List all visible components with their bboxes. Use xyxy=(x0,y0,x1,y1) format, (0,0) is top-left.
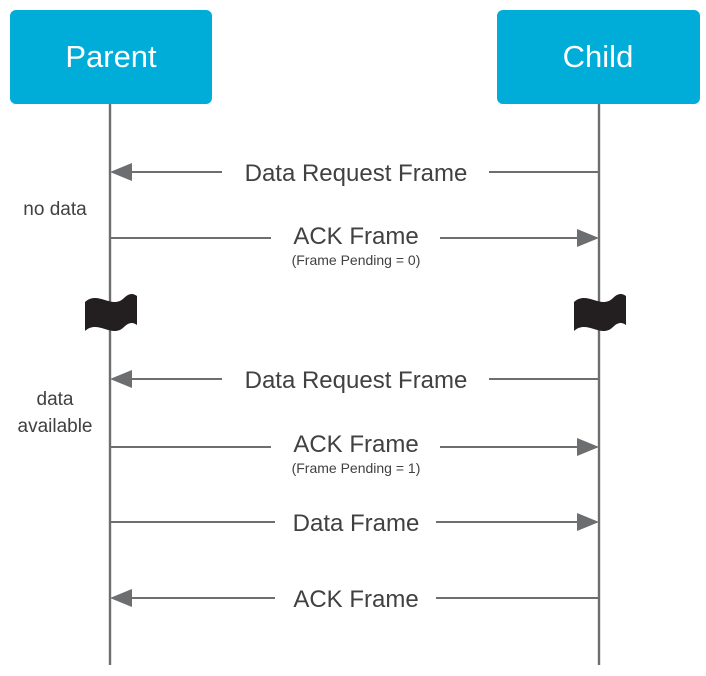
message-data-request-frame-1[interactable]: Data Request Frame xyxy=(110,160,599,187)
arrowhead-left-icon xyxy=(110,163,132,181)
message-data-request-frame-2[interactable]: Data Request Frame xyxy=(110,367,599,394)
break-symbol-parent xyxy=(85,294,137,331)
message-label: ACK Frame xyxy=(293,431,418,458)
arrowhead-right-icon xyxy=(577,229,599,247)
note-data-available-line-1: data xyxy=(37,389,74,410)
arrowhead-left-icon xyxy=(110,589,132,607)
actor-child-box xyxy=(497,10,700,104)
message-sublabel: (Frame Pending = 1) xyxy=(292,460,421,476)
actor-parent[interactable]: Parent xyxy=(10,10,212,104)
arrowhead-left-icon xyxy=(110,370,132,388)
break-symbol-child xyxy=(574,294,626,331)
note-data-available: data available xyxy=(18,389,93,437)
message-ack-frame-2[interactable]: ACK Frame (Frame Pending = 1) xyxy=(110,431,599,476)
message-label: ACK Frame xyxy=(293,223,418,250)
message-label: Data Request Frame xyxy=(245,160,468,187)
note-no-data: no data xyxy=(23,199,87,220)
message-ack-frame-1[interactable]: ACK Frame (Frame Pending = 0) xyxy=(110,223,599,268)
flag-break-icon xyxy=(574,294,626,331)
message-sublabel: (Frame Pending = 0) xyxy=(292,252,421,268)
flag-break-icon xyxy=(85,294,137,331)
arrowhead-right-icon xyxy=(577,513,599,531)
message-label: Data Request Frame xyxy=(245,367,468,394)
arrowhead-right-icon xyxy=(577,438,599,456)
note-no-data-line-1: no data xyxy=(23,199,87,220)
actor-parent-label: Parent xyxy=(65,39,157,74)
actor-child-label: Child xyxy=(563,39,634,74)
message-label: ACK Frame xyxy=(293,586,418,613)
message-data-frame[interactable]: Data Frame xyxy=(110,510,599,537)
actor-child[interactable]: Child xyxy=(497,10,700,104)
note-data-available-line-2: available xyxy=(18,416,93,437)
actor-parent-box xyxy=(10,10,212,104)
message-ack-frame-3[interactable]: ACK Frame xyxy=(110,586,599,613)
message-label: Data Frame xyxy=(293,510,420,537)
